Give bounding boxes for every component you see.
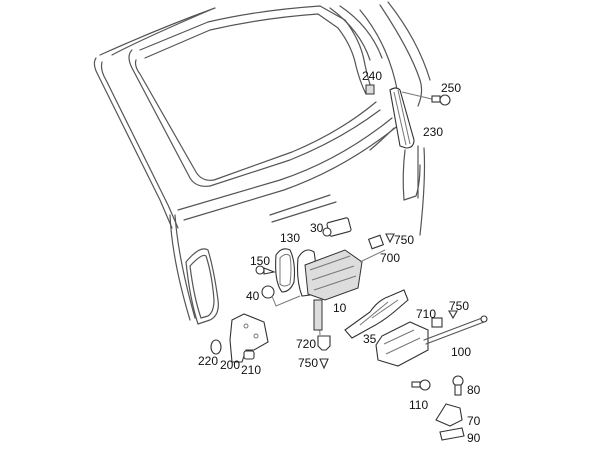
part-230-strip <box>389 87 415 149</box>
label-10: 10 <box>333 301 347 315</box>
label-90: 90 <box>467 431 481 445</box>
label-70: 70 <box>467 414 481 428</box>
label-150: 150 <box>250 254 271 268</box>
label-200: 200 <box>220 358 241 372</box>
part-10-lock <box>296 249 386 336</box>
side-window <box>185 248 219 325</box>
label-710: 710 <box>416 307 437 321</box>
label-750-bottom: 750 <box>298 356 319 370</box>
part-220-washer <box>210 339 222 355</box>
label-750-right: 750 <box>449 299 470 313</box>
part-70-bracket <box>435 403 463 427</box>
part-720-cap <box>317 335 331 351</box>
label-250: 250 <box>441 81 462 95</box>
part-200-bracket <box>229 313 269 363</box>
label-100: 100 <box>451 345 472 359</box>
label-40: 40 <box>246 289 260 303</box>
part-700-clip <box>367 233 395 250</box>
part-30-cylinder <box>322 217 352 237</box>
part-250-screw <box>401 91 451 106</box>
part-750-plug <box>319 358 329 370</box>
label-110: 110 <box>409 398 429 412</box>
part-90-plate <box>439 427 465 441</box>
label-230: 230 <box>423 125 444 139</box>
part-110-bolt <box>411 379 431 391</box>
label-80: 80 <box>467 383 481 397</box>
part-130-gasket <box>275 248 296 293</box>
part-80-bolt <box>452 375 464 396</box>
label-35: 35 <box>363 332 377 346</box>
label-210: 210 <box>241 363 262 377</box>
part-150-screw <box>255 265 276 275</box>
label-700: 700 <box>380 251 401 265</box>
label-720: 720 <box>296 337 317 351</box>
label-30: 30 <box>310 221 324 235</box>
label-750-top: 750 <box>394 233 415 247</box>
part-100-actuator <box>375 315 488 367</box>
part-240-clip <box>365 84 375 95</box>
label-130: 130 <box>280 231 301 245</box>
part-750-clip <box>448 310 458 320</box>
part-210-pin <box>243 350 255 360</box>
label-220: 220 <box>198 354 219 368</box>
part-710-clip <box>431 317 443 328</box>
label-240: 240 <box>362 69 383 83</box>
part-35-linkage <box>344 289 409 339</box>
part-40-bolt <box>261 285 301 307</box>
